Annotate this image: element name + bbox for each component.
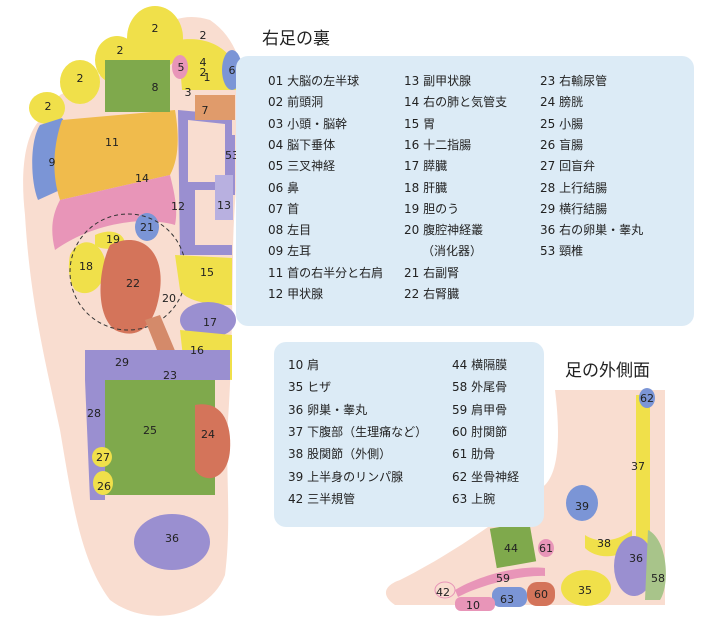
sole-legend-entry: 04 脳下垂体 bbox=[268, 136, 335, 153]
sole-zone-label: 2 bbox=[152, 22, 159, 35]
side-zone-label: 44 bbox=[504, 542, 518, 555]
side-legend-entry: 37 下腹部（生理痛など） bbox=[288, 423, 427, 440]
sole-zone-label: 9 bbox=[49, 156, 56, 169]
side-legend-entry: 44 横隔膜 bbox=[452, 356, 507, 373]
sole-legend-entry: 18 肝臓 bbox=[404, 179, 447, 196]
sole-legend-entry: 02 前頭洞 bbox=[268, 93, 323, 110]
side-legend-entry: 39 上半身のリンパ腺 bbox=[288, 468, 403, 485]
sole-legend-entry: 08 左目 bbox=[268, 221, 311, 238]
sole-zone-label: 5 bbox=[178, 61, 185, 74]
side-zone-label: 38 bbox=[597, 537, 611, 550]
sole-zone-label: 17 bbox=[203, 316, 217, 329]
sole-legend-entry: 22 右腎臓 bbox=[404, 285, 459, 302]
side-title: 足の外側面 bbox=[565, 356, 650, 381]
sole-zone-label: 4 bbox=[200, 56, 207, 69]
sole-legend-entry: 24 膀胱 bbox=[540, 93, 583, 110]
side-zone-label: 60 bbox=[534, 588, 548, 601]
sole-legend-entry: 26 盲腸 bbox=[540, 136, 583, 153]
sole-legend-entry: 15 胃 bbox=[404, 115, 435, 132]
sole-zone-label: 12 bbox=[171, 200, 185, 213]
sole-legend-entry: 03 小頭・脳幹 bbox=[268, 115, 347, 132]
sole-zone-label: 14 bbox=[135, 172, 149, 185]
sole-legend-entry: 36 右の卵巣・睾丸 bbox=[540, 221, 643, 238]
zone-8 bbox=[105, 60, 170, 112]
sole-legend-entry: 53 頸椎 bbox=[540, 242, 583, 259]
sole-zone-label: 21 bbox=[140, 221, 154, 234]
sole-zone-label: 29 bbox=[115, 356, 129, 369]
sole-zone-label: 1 bbox=[204, 71, 211, 84]
side-zone-label: 37 bbox=[631, 460, 645, 473]
sole-zone-label: 2 bbox=[77, 72, 84, 85]
sole-legend-entry: 23 右輸尿管 bbox=[540, 72, 607, 89]
side-legend-entry: 35 ヒザ bbox=[288, 378, 331, 395]
sole-zone-label: 6 bbox=[229, 64, 236, 77]
sole-legend-entry: 28 上行結腸 bbox=[540, 179, 607, 196]
side-zone-label: 42 bbox=[436, 586, 450, 599]
sole-legend-entry: 01 大脳の左半球 bbox=[268, 72, 359, 89]
side-legend-entry: 10 肩 bbox=[288, 356, 319, 373]
side-legend-entry: 38 股関節（外側） bbox=[288, 445, 391, 462]
sole-legend-entry: 12 甲状腺 bbox=[268, 285, 323, 302]
sole-zone-label: 2 bbox=[45, 100, 52, 113]
side-legend-entry: 61 肋骨 bbox=[452, 445, 495, 462]
sole-legend-entry: 27 回盲弁 bbox=[540, 157, 595, 174]
sole-zone-label: 23 bbox=[163, 369, 177, 382]
side-zone-label: 10 bbox=[466, 599, 480, 612]
sole-legend-entry: 09 左耳 bbox=[268, 242, 311, 259]
sole-legend-entry: （消化器） bbox=[404, 242, 482, 259]
side-legend-entry: 36 卵巣・睾丸 bbox=[288, 401, 367, 418]
sole-zone-label: 15 bbox=[200, 266, 214, 279]
sole-legend-entry: 25 小腸 bbox=[540, 115, 583, 132]
side-legend-entry: 58 外尾骨 bbox=[452, 378, 507, 395]
sole-zone-label: 7 bbox=[202, 104, 209, 117]
sole-legend-entry: 13 副甲状腺 bbox=[404, 72, 471, 89]
side-zone-label: 62 bbox=[640, 392, 654, 405]
sole-zone-label: 13 bbox=[217, 199, 231, 212]
side-legend-entry: 42 三半規管 bbox=[288, 490, 355, 507]
sole-zone-label: 16 bbox=[190, 344, 204, 357]
sole-legend-entry: 11 首の右半分と右肩 bbox=[268, 264, 383, 281]
sole-zone-label: 28 bbox=[87, 407, 101, 420]
sole-zone-label: 26 bbox=[97, 480, 111, 493]
sole-zone-label: 19 bbox=[106, 233, 120, 246]
sole-legend-entry: 29 横行結腸 bbox=[540, 200, 607, 217]
sole-legend-entry: 21 右副腎 bbox=[404, 264, 459, 281]
side-legend-entry: 63 上腕 bbox=[452, 490, 495, 507]
sole-legend-entry: 05 三叉神経 bbox=[268, 157, 335, 174]
sole-zone-label: 8 bbox=[152, 81, 159, 94]
side-zone-label: 36 bbox=[629, 552, 643, 565]
side-zone-label: 61 bbox=[539, 542, 553, 555]
sole-legend-entry: 07 首 bbox=[268, 200, 299, 217]
side-zone-label: 63 bbox=[500, 593, 514, 606]
sole-zone-label: 3 bbox=[185, 86, 192, 99]
sole-zone-label: 2 bbox=[117, 44, 124, 57]
sole-legend-entry: 19 胆のう bbox=[404, 200, 459, 217]
sole-zone-label: 2 bbox=[200, 29, 207, 42]
side-legend-entry: 59 肩甲骨 bbox=[452, 401, 507, 418]
side-zone-label: 59 bbox=[496, 572, 510, 585]
zone-13 bbox=[215, 175, 233, 220]
sole-title: 右足の裏 bbox=[262, 24, 330, 49]
side-legend-entry: 60 肘関節 bbox=[452, 423, 507, 440]
sole-zone-label: 27 bbox=[96, 451, 110, 464]
side-zone-label: 58 bbox=[651, 572, 665, 585]
sole-legend-entry: 14 右の肺と気管支 bbox=[404, 93, 507, 110]
sole-zone-label: 22 bbox=[126, 277, 140, 290]
sole-zone-label: 18 bbox=[79, 260, 93, 273]
side-zone-label: 35 bbox=[578, 584, 592, 597]
sole-zone-label: 24 bbox=[201, 428, 215, 441]
side-legend-entry: 62 坐骨神経 bbox=[452, 468, 519, 485]
sole-legend-entry: 06 鼻 bbox=[268, 179, 299, 196]
side-zone-label: 39 bbox=[575, 500, 589, 513]
sole-zone-label: 25 bbox=[143, 424, 157, 437]
sole-zone-label: 11 bbox=[105, 136, 119, 149]
sole-legend-entry: 17 膵臓 bbox=[404, 157, 447, 174]
sole-zone-label: 20 bbox=[162, 292, 176, 305]
sole-legend-entry: 20 腹腔神経叢 bbox=[404, 221, 483, 238]
zone-12-inner bbox=[188, 120, 225, 182]
sole-legend-entry: 16 十二指腸 bbox=[404, 136, 471, 153]
zone-29 bbox=[85, 350, 230, 380]
sole-zone-label: 36 bbox=[165, 532, 179, 545]
